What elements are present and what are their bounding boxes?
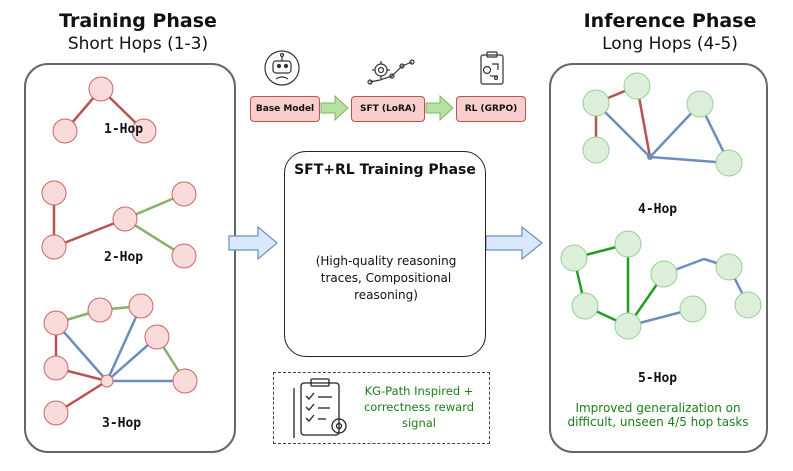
training-phase-title: Training Phase — [59, 10, 217, 32]
hop-label-3: 3-Hop — [102, 416, 142, 431]
inference-phase-subtitle: Long Hops (4-5) — [602, 34, 738, 54]
three-hop-graph — [43, 293, 198, 426]
pipeline-step-label: SFT (LoRA) — [360, 104, 416, 114]
inference-note: Improved generalization on difficult, un… — [567, 401, 749, 429]
hop-label-5: 5-Hop — [638, 371, 678, 386]
hop-label-4: 4-Hop — [638, 202, 678, 217]
pipeline-step-rl: RL (GRPO) — [456, 96, 526, 122]
inference-phase-title: Inference Phase — [583, 10, 757, 32]
pipeline-step-label: Base Model — [255, 104, 315, 114]
four-hop-graph — [582, 72, 743, 177]
robot-icon — [264, 50, 300, 86]
pipeline-step-sft: SFT (LoRA) — [351, 96, 425, 122]
network-gear-icon — [367, 59, 415, 85]
center-description: (High-quality reasoning traces, Composit… — [315, 254, 457, 302]
five-hop-graph — [560, 230, 762, 340]
pipeline-arrow-2 — [425, 94, 454, 122]
training-to-center-arrow — [228, 225, 278, 261]
one-hop-graph — [52, 76, 157, 144]
two-hop-graph — [41, 180, 197, 269]
center-training-box: SFT+RL Training Phase (High-quality reas… — [284, 151, 486, 357]
pipeline-step-label: RL (GRPO) — [464, 104, 518, 114]
pipeline-arrow-1 — [320, 94, 349, 122]
clipboard-flow-icon — [480, 51, 504, 85]
center-to-inference-arrow — [485, 225, 543, 261]
checklist-icon — [293, 378, 347, 438]
hop-label-1: 1-Hop — [104, 122, 144, 137]
training-phase-subtitle: Short Hops (1-3) — [67, 34, 209, 54]
pipeline-step-base-model: Base Model — [250, 96, 320, 122]
hop-label-2: 2-Hop — [104, 250, 144, 265]
reward-text: KG-Path Inspired + correctness reward si… — [363, 384, 475, 430]
reward-box: KG-Path Inspired + correctness reward si… — [273, 372, 490, 444]
center-title: SFT+RL Training Phase — [294, 162, 476, 178]
